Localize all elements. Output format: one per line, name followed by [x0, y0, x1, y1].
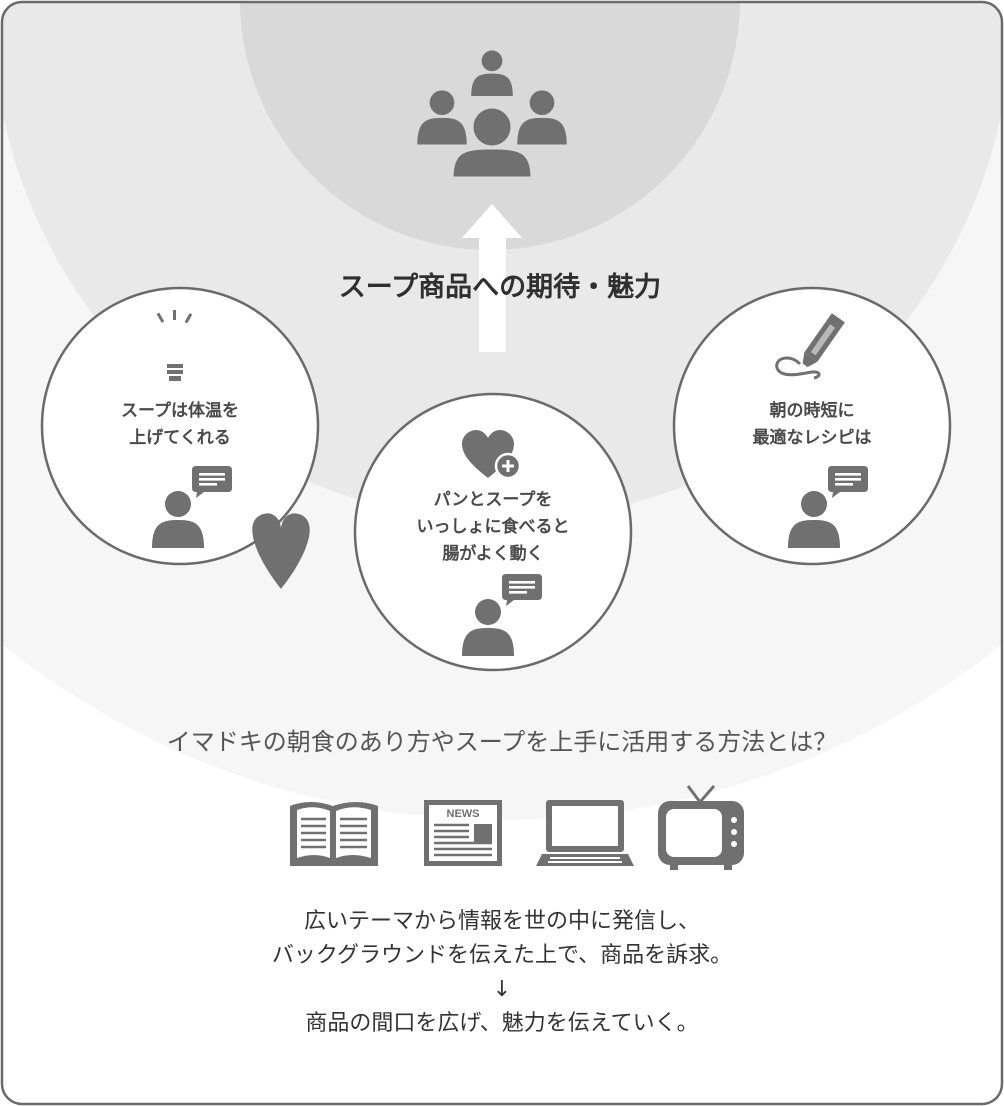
- inner-circle: [240, 2, 740, 250]
- heart-plus-icon: [462, 430, 522, 480]
- bubble-text-quick-recipe: 朝の時短に 最適なレシピは: [752, 401, 872, 448]
- question-text: イマドキの朝食のあり方やスープを上手に活用する方法とは？: [166, 728, 838, 756]
- pencil-icon: [775, 313, 845, 380]
- people-group-icon: [417, 50, 567, 180]
- up-arrow: [462, 204, 522, 352]
- bubble-body-warmth: [40, 286, 320, 589]
- laptop-icon: [536, 800, 634, 866]
- tv-icon: [658, 785, 744, 870]
- body-text: 広いテーマから情報を世の中に発信し、 バックグラウンドを伝えた上で、商品を訴求。…: [100, 905, 904, 1041]
- newspaper-label: NEWS: [447, 808, 480, 820]
- body-line: 広いテーマから情報を世の中に発信し、: [303, 909, 700, 934]
- bubble-text-body-warmth: スープは体温を 上げてくれる: [121, 401, 239, 448]
- book-icon: [290, 802, 378, 866]
- bubble-quick-recipe: [672, 286, 952, 566]
- body-line: 商品の間口を広げ、魅力を伝えていく。: [305, 1011, 699, 1036]
- lightbulb-heart-icon: [156, 310, 310, 589]
- body-line: バックグラウンドを伝えた上で、商品を訴求。: [271, 943, 733, 968]
- bubble-text-bread-soup: パンとスープを いっしょに食べると 腸がよく動く: [416, 490, 570, 564]
- newspaper-icon: NEWS: [424, 800, 502, 866]
- down-arrow: ↓: [492, 977, 512, 1002]
- main-label: スープ商品への期待・魅力: [338, 272, 662, 303]
- bubble-bread-soup: [353, 392, 633, 672]
